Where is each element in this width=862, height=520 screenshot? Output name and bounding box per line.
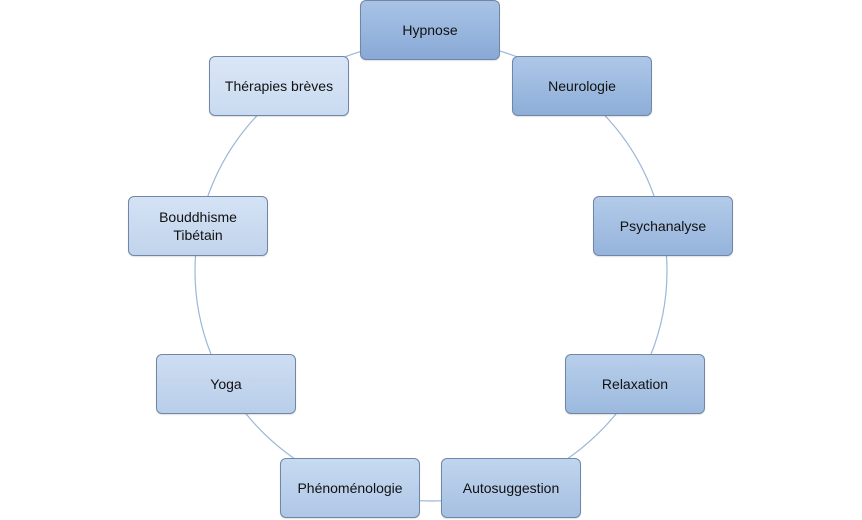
cycle-node-therapies-breves: Thérapies brèves xyxy=(209,56,349,116)
cycle-node-hypnose: Hypnose xyxy=(360,0,500,60)
cycle-node-relaxation: Relaxation xyxy=(565,354,705,414)
cycle-node-bouddhisme-tibetain: Bouddhisme Tibétain xyxy=(128,196,268,256)
cycle-node-neurologie: Neurologie xyxy=(512,56,652,116)
cycle-node-psychanalyse: Psychanalyse xyxy=(593,196,733,256)
cycle-node-phenomenologie: Phénoménologie xyxy=(280,458,420,518)
cycle-node-yoga: Yoga xyxy=(156,354,296,414)
cycle-node-autosuggestion: Autosuggestion xyxy=(441,458,581,518)
